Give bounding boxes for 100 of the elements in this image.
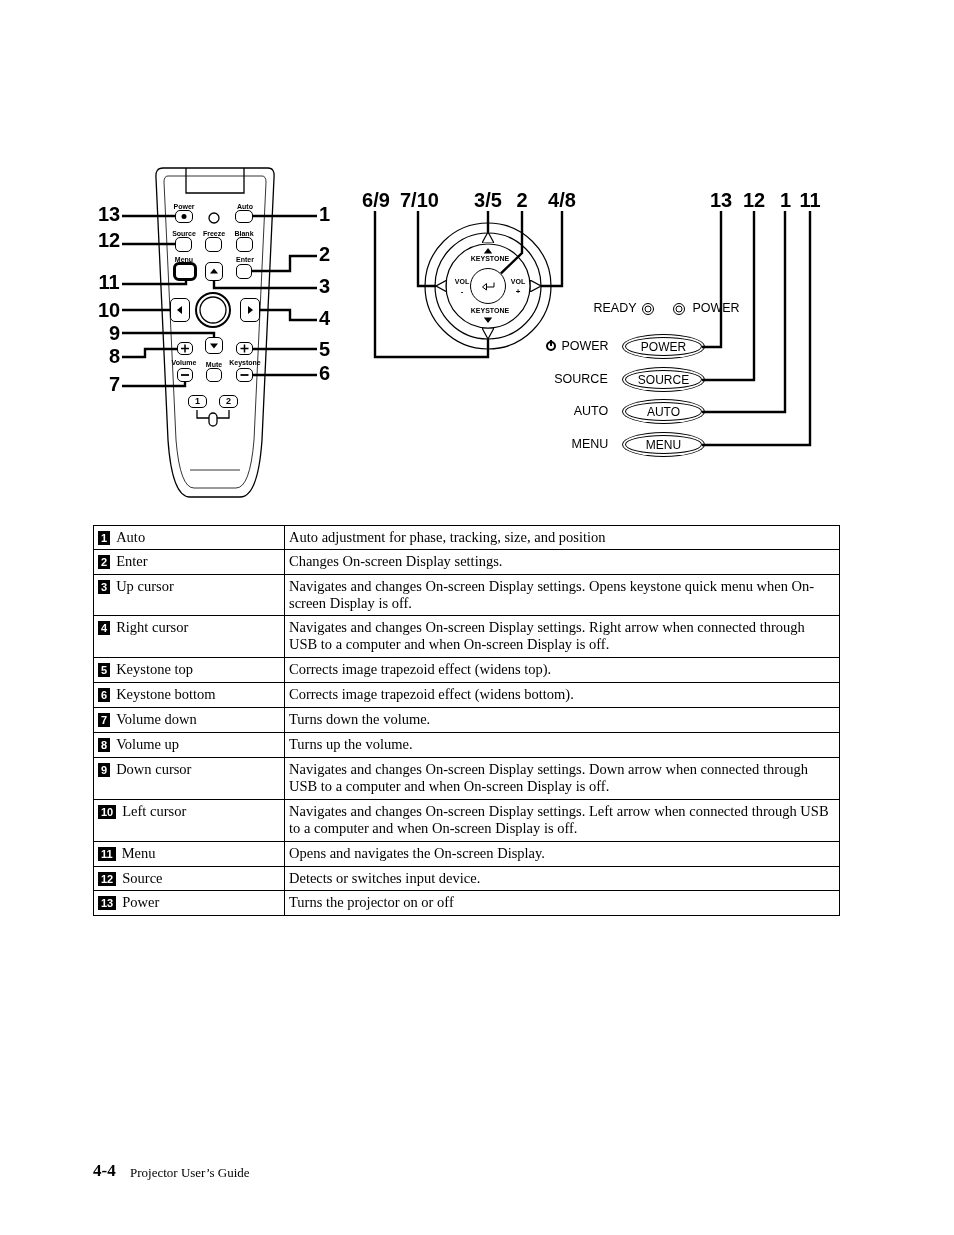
callout-number: 1 — [317, 203, 332, 225]
panel-label: AUTO — [573, 404, 609, 418]
leader-line — [702, 211, 723, 349]
description-cell: Navigates and changes On-screen Display settings. Down arrow when connected through USB to a computer and when On-screen Display is off. — [284, 757, 840, 800]
callout-number: 12 — [742, 189, 766, 211]
leader-line — [416, 211, 436, 288]
description-cell: Opens and navigates the On-screen Display. — [284, 841, 840, 867]
remote-button — [173, 262, 197, 281]
leader-line — [260, 308, 317, 322]
remote-button — [175, 237, 192, 252]
description-cell: Detects or switches input device. — [284, 866, 840, 891]
callout-number: 13 — [98, 896, 117, 910]
callout-number: 5 — [98, 663, 111, 677]
remote-button: 2 — [219, 395, 238, 408]
button-name: Auto — [116, 529, 146, 545]
callout-number: 9 — [98, 763, 111, 777]
callout-number: 13 — [96, 203, 122, 225]
leader-line — [253, 373, 317, 377]
callout-number: 2 — [98, 555, 111, 569]
leader-line — [702, 211, 756, 382]
panel-label: POWER — [561, 339, 609, 353]
callout-number: 7 — [107, 373, 122, 395]
callout-number: 13 — [709, 189, 733, 211]
remote-button — [175, 210, 193, 223]
leader-line — [122, 331, 216, 337]
leader-line — [122, 308, 170, 312]
arrow-key — [530, 280, 541, 292]
callout-number: 11 — [96, 271, 122, 293]
remote-button — [205, 262, 223, 281]
leader-line — [486, 211, 490, 232]
footer-text: Projector User’s Guide — [130, 1165, 250, 1181]
remote-button — [235, 210, 253, 223]
button-name: Source — [122, 870, 163, 886]
callout-number: 7/10 — [400, 189, 438, 211]
button-name: Up cursor — [116, 578, 174, 594]
button-name: Right cursor — [116, 619, 189, 635]
leader-line — [541, 211, 564, 288]
leader-line — [122, 382, 187, 388]
panel-button: POWER — [625, 337, 702, 356]
remote-button: 1 — [188, 395, 207, 408]
leader-line — [122, 242, 175, 246]
description-cell: Auto adjustment for phase, tracking, size, and position — [284, 525, 840, 550]
leader-line — [252, 254, 317, 273]
button-name: Left cursor — [122, 803, 187, 819]
leader-line — [702, 211, 812, 447]
remote-button — [205, 337, 223, 354]
remote-button — [236, 237, 253, 252]
button-name: Volume down — [116, 711, 197, 727]
button-name: Power — [122, 894, 160, 910]
callout-number: 3/5 — [473, 189, 503, 211]
arrow-key — [482, 232, 494, 243]
button-label: - — [460, 286, 464, 296]
callout-number: 2 — [515, 189, 529, 211]
callout-number: 12 — [96, 229, 122, 251]
remote-button — [240, 298, 260, 322]
callout-number: 6 — [98, 688, 111, 702]
callout-number: 12 — [98, 872, 117, 886]
leader-line — [702, 211, 787, 414]
button-name: Keystone bottom — [116, 686, 216, 702]
callout-number: 6/9 — [360, 189, 392, 211]
leader-line — [212, 281, 317, 290]
description-cell: Turns up the volume. — [284, 732, 840, 758]
remote-button — [236, 368, 253, 382]
enter-key — [470, 268, 506, 304]
panel-label: READY — [593, 301, 637, 315]
callout-number: 10 — [96, 299, 122, 321]
button-name: Down cursor — [116, 761, 192, 777]
callout-number: 11 — [98, 847, 116, 861]
leader-line — [253, 347, 317, 351]
callout-number: 9 — [107, 322, 122, 344]
description-cell: Corrects image trapezoid effect (widens top). — [284, 657, 840, 683]
callout-number: 1 — [98, 531, 111, 545]
callout-number: 3 — [317, 275, 332, 297]
callout-number: 8 — [107, 345, 122, 367]
callout-number: 3 — [98, 580, 111, 594]
description-cell: Navigates and changes On-screen Display settings. Left arrow when connected through USB to a computer and when On-screen Display is off. — [284, 799, 840, 842]
page-number: 4-4 — [93, 1161, 116, 1181]
arrow-key — [436, 280, 447, 292]
callout-number: 5 — [317, 338, 332, 360]
leader-line — [253, 214, 317, 218]
remote-button — [206, 368, 222, 382]
callout-number: 4/8 — [547, 189, 577, 211]
description-cell: Navigates and changes On-screen Display settings. Opens keystone quick menu when On-screen Display is off. — [284, 574, 840, 616]
leader-line — [500, 211, 524, 275]
callout-number: 7 — [98, 713, 111, 727]
leader-line — [122, 214, 175, 218]
button-name: Menu — [121, 845, 156, 861]
remote-button — [236, 342, 253, 355]
description-cell: Corrects image trapezoid effect (widens bottom). — [284, 682, 840, 708]
button-label: + — [515, 286, 521, 296]
description-cell: Turns the projector on or off — [284, 890, 840, 916]
description-cell: Changes On-screen Display settings. — [284, 549, 840, 575]
button-name: Enter — [116, 553, 148, 569]
leader-line — [122, 347, 177, 359]
description-cell: Navigates and changes On-screen Display settings. Right arrow when connected through USB to a computer and when On-screen Display is off. — [284, 615, 840, 658]
remote-button — [205, 237, 222, 252]
callout-number: 4 — [98, 621, 111, 635]
callout-number: 8 — [98, 738, 111, 752]
remote-button — [177, 342, 193, 355]
description-cell: Turns down the volume. — [284, 707, 840, 733]
